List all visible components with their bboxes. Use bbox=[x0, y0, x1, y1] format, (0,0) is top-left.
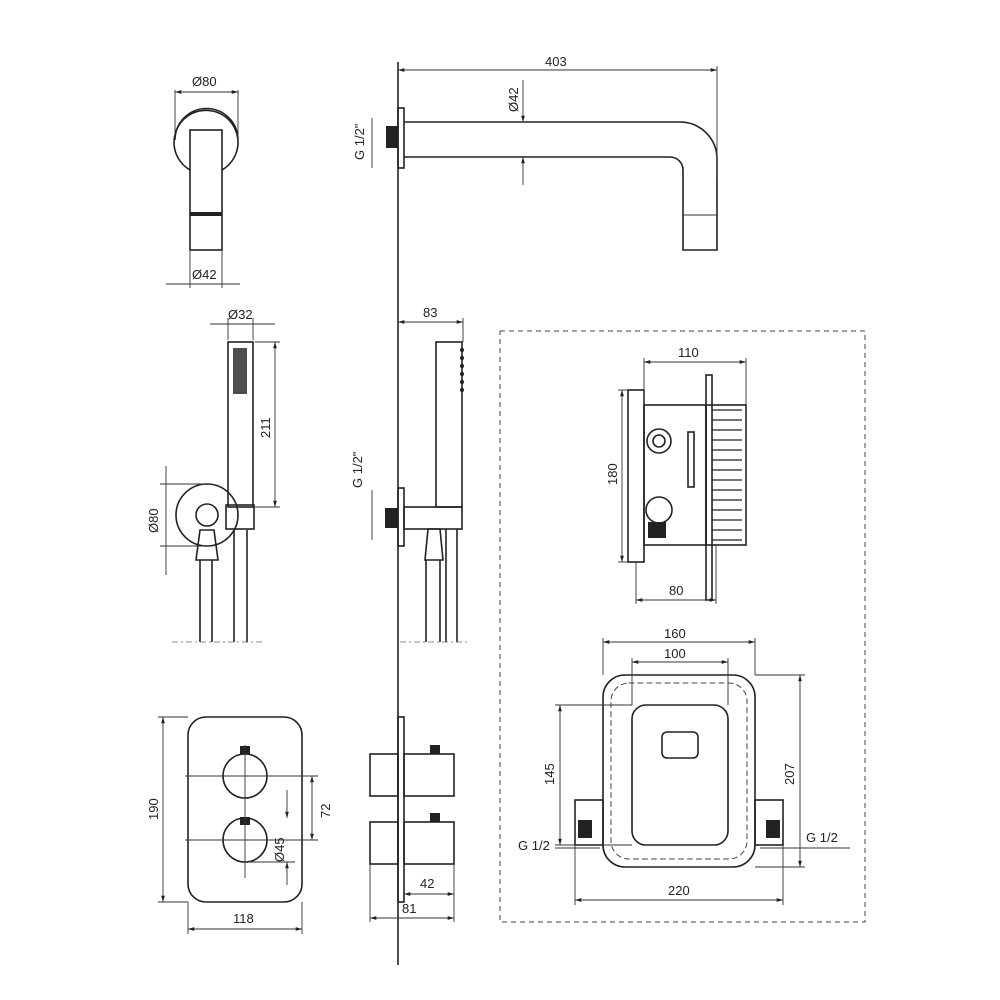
knob-diameter-label: Ø45 bbox=[272, 837, 287, 862]
thermostat-height-label: 190 bbox=[146, 798, 161, 820]
mixer-body-front-view bbox=[555, 638, 850, 905]
hand-shower-thread-label: G 1/2" bbox=[350, 451, 365, 488]
thermostat-front-view bbox=[158, 716, 318, 934]
mixer-outer-height-label: 207 bbox=[782, 763, 797, 785]
hand-shower-front-view bbox=[160, 318, 280, 643]
mixer-depth-label: 80 bbox=[669, 583, 683, 598]
knob-spacing-label: 72 bbox=[318, 804, 333, 818]
mixer-inner-width-label: 100 bbox=[664, 646, 686, 661]
thermostat-side-view bbox=[369, 716, 455, 922]
hand-shower-side-view bbox=[371, 318, 468, 643]
mixer-inner-height-label: 145 bbox=[542, 763, 557, 785]
mixer-total-width-label: 220 bbox=[668, 883, 690, 898]
spout-pipe-diameter-label: Ø42 bbox=[506, 87, 521, 112]
spout-side-view bbox=[371, 66, 718, 251]
thermostat-width-label: 118 bbox=[233, 911, 254, 926]
mixer-right-thread-label: G 1/2 bbox=[806, 830, 838, 845]
spout-front-view bbox=[166, 90, 240, 288]
spout-thread-label: G 1/2" bbox=[352, 123, 367, 160]
hand-shower-height-label: 211 bbox=[258, 417, 273, 438]
holder-diameter-label: Ø80 bbox=[146, 508, 161, 533]
mixer-height-label: 180 bbox=[605, 463, 620, 485]
mixer-body-side-view bbox=[618, 358, 747, 604]
mixer-body-frame bbox=[499, 330, 866, 923]
hand-shower-diameter-label: Ø32 bbox=[228, 307, 253, 322]
knob-projection-label: 42 bbox=[420, 876, 434, 891]
mixer-left-thread-label: G 1/2 bbox=[518, 838, 550, 853]
spout-front-diameter-label: Ø80 bbox=[192, 74, 217, 89]
hand-shower-projection-label: 83 bbox=[423, 305, 437, 320]
total-projection-label: 81 bbox=[402, 901, 416, 916]
mixer-width-label: 110 bbox=[678, 345, 699, 360]
spout-outlet-diameter-label: Ø42 bbox=[192, 267, 217, 282]
mixer-outer-width-label: 160 bbox=[664, 626, 686, 641]
spout-length-label: 403 bbox=[545, 54, 567, 69]
